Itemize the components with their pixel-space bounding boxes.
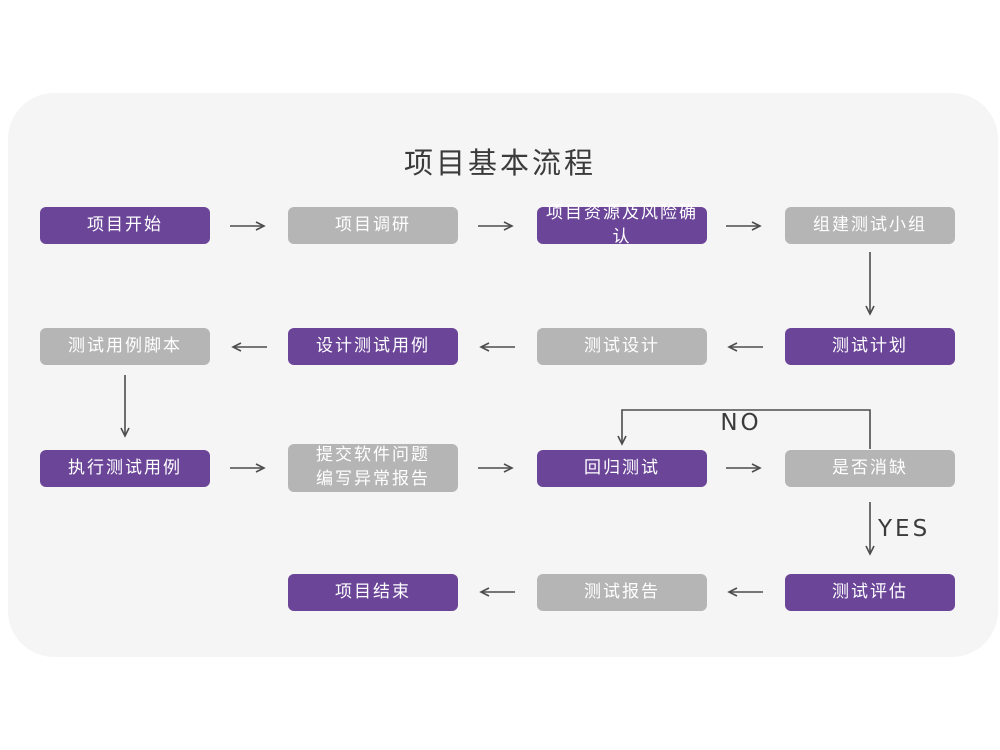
- node-resources-risk-confirm: 项目资源及风险确认: [537, 203, 707, 247]
- edge-label-yes: YES: [878, 516, 931, 542]
- edge-label-no: NO: [720, 410, 762, 436]
- node-test-plan: 测试计划: [785, 328, 955, 365]
- page-title: 项目基本流程: [403, 146, 596, 180]
- node-defect-resolved: 是否消缺: [785, 450, 955, 487]
- node-test-report: 测试报告: [537, 574, 707, 611]
- node-project-start: 项目开始: [40, 207, 210, 244]
- node-project-end: 项目结束: [288, 574, 458, 611]
- node-design-test-cases: 设计测试用例: [288, 328, 458, 365]
- node-test-evaluation: 测试评估: [785, 574, 955, 611]
- node-test-case-script: 测试用例脚本: [40, 328, 210, 365]
- node-test-design: 测试设计: [537, 328, 707, 365]
- flowchart-panel: [8, 93, 998, 657]
- node-submit-issue-report: 提交软件问题 编写异常报告: [288, 444, 458, 492]
- node-regression-test: 回归测试: [537, 450, 707, 487]
- node-build-test-team: 组建测试小组: [785, 207, 955, 244]
- node-project-research: 项目调研: [288, 207, 458, 244]
- node-execute-test-cases: 执行测试用例: [40, 450, 210, 487]
